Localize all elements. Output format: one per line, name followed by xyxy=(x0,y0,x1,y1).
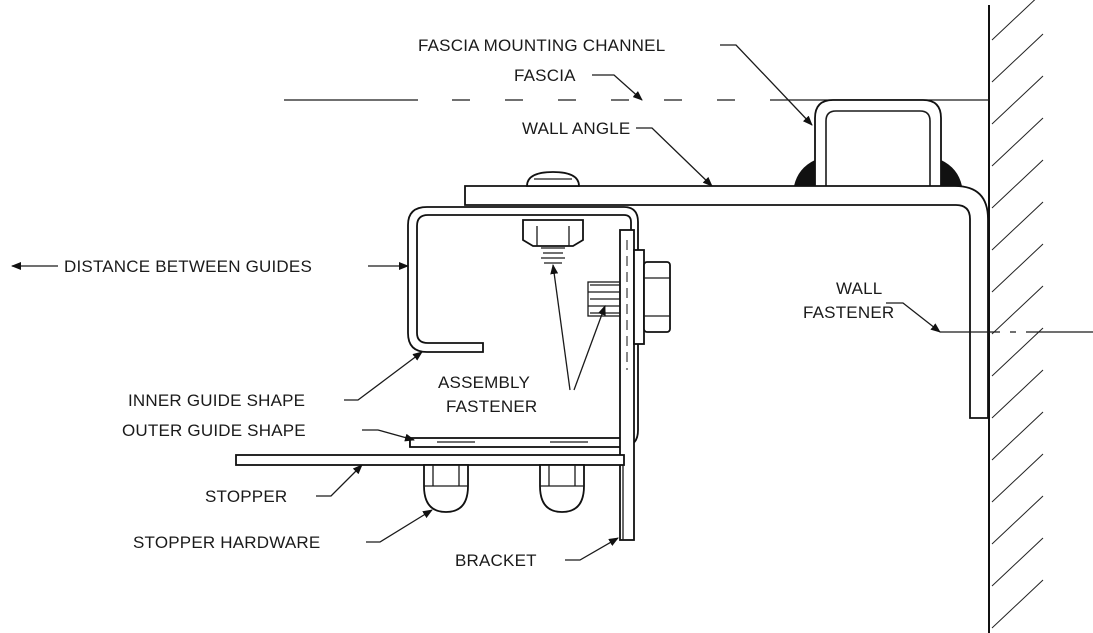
leader-fascia-channel xyxy=(720,44,813,126)
leader-fascia xyxy=(592,74,643,101)
wall xyxy=(988,0,1044,633)
label-stopper: STOPPER xyxy=(205,487,287,506)
label-inner-guide-shape: INNER GUIDE SHAPE xyxy=(128,391,305,410)
label-bracket: BRACKET xyxy=(455,551,537,570)
hatch-line xyxy=(991,579,1044,629)
hatch-line xyxy=(991,369,1044,419)
leader-bracket xyxy=(565,537,619,561)
leader-inner-guide xyxy=(344,351,423,401)
hatch-line xyxy=(991,75,1044,125)
leader-assembly-top xyxy=(550,264,571,391)
fascia-mounting-channel xyxy=(794,99,962,186)
label-fascia-mounting-channel: FASCIA MOUNTING CHANNEL xyxy=(418,36,665,55)
hatch-line xyxy=(991,495,1044,545)
hatch-line xyxy=(991,201,1044,251)
leader-wall-angle xyxy=(636,127,713,187)
weld-left xyxy=(794,160,815,186)
wall-angle xyxy=(464,185,989,419)
bracket-hex-nut xyxy=(633,249,671,345)
label-wall-fastener: FASTENER xyxy=(803,303,894,322)
leader-wall-fastener xyxy=(886,302,941,333)
hatch-line xyxy=(991,285,1044,335)
leader-stopper xyxy=(316,464,363,497)
outer-guide-shape xyxy=(409,437,627,448)
label-wall-angle: WALL ANGLE xyxy=(522,119,630,138)
hatch-line xyxy=(991,33,1044,83)
bolt-head-top xyxy=(526,171,580,187)
hatch-line xyxy=(991,0,1036,41)
hatch-line xyxy=(991,327,1044,377)
label-assembly: ASSEMBLY xyxy=(438,373,530,392)
hatch-line xyxy=(991,117,1044,167)
leader-assembly-side xyxy=(573,305,606,391)
hatch-line xyxy=(991,159,1044,209)
assembly-bolt-threads xyxy=(587,281,621,317)
label-wall: WALL xyxy=(836,279,882,298)
stopper-hardware-left xyxy=(423,464,469,513)
bracket xyxy=(619,229,635,541)
stopper-hardware-right xyxy=(539,464,585,513)
label-stopper-hardware: STOPPER HARDWARE xyxy=(133,533,320,552)
leader-stopper-hardware xyxy=(366,509,433,543)
hatch-line xyxy=(991,411,1044,461)
hatch-line xyxy=(991,453,1044,503)
label-outer-guide-shape: OUTER GUIDE SHAPE xyxy=(122,421,306,440)
wall-hatching xyxy=(991,0,1044,629)
hatch-line xyxy=(991,537,1044,587)
label-fascia: FASCIA xyxy=(514,66,576,85)
leader-lines xyxy=(11,44,941,561)
label-assembly-fastener: FASTENER xyxy=(446,397,537,416)
weld-right xyxy=(941,160,962,186)
stopper xyxy=(235,454,625,466)
assembly-nut-top xyxy=(522,219,584,264)
leader-outer-guide xyxy=(362,429,415,442)
hatch-line xyxy=(991,243,1044,293)
label-distance-between-guides: DISTANCE BETWEEN GUIDES xyxy=(64,257,312,276)
